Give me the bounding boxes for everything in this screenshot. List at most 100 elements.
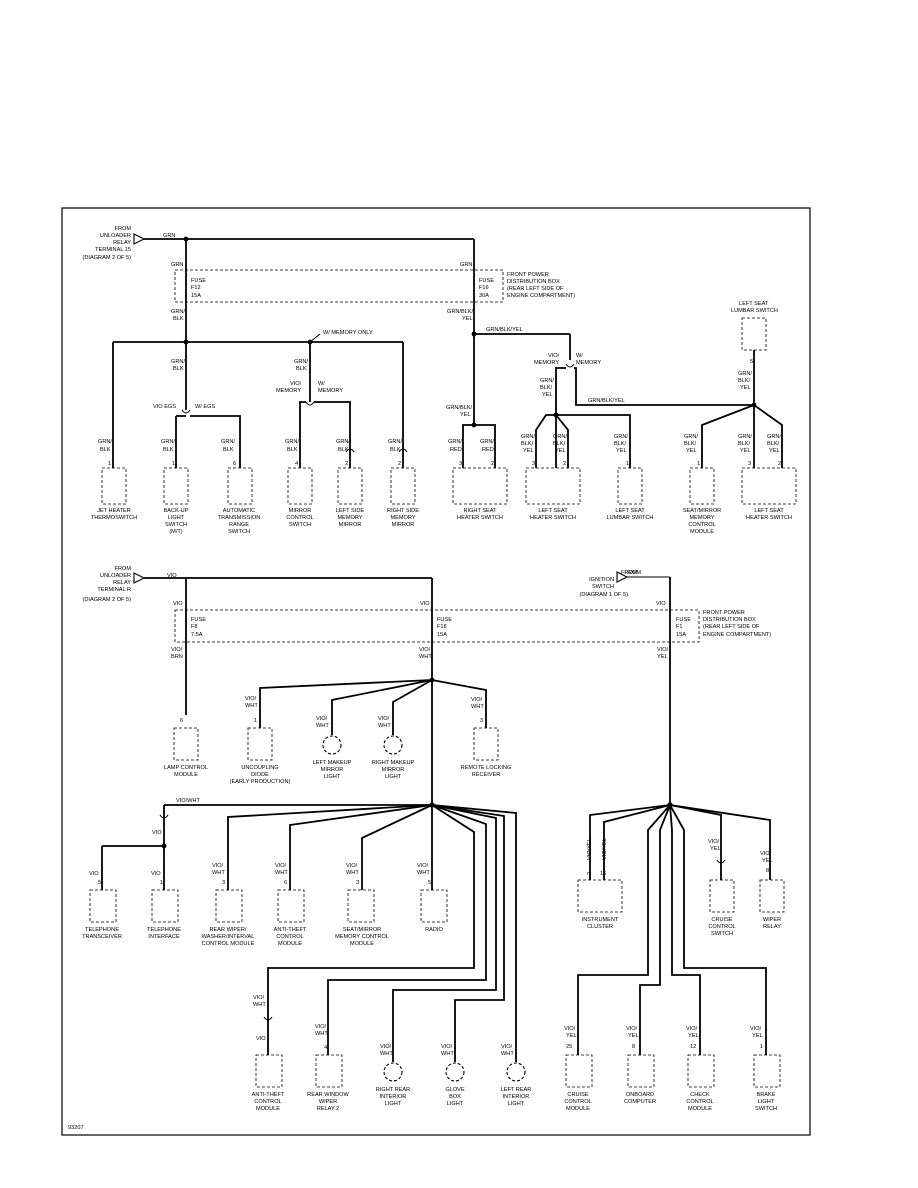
svg-text:VIO/: VIO/ [253, 995, 265, 1001]
wire-label: BLK [223, 447, 234, 453]
svg-text:HEATER SWITCH: HEATER SWITCH [746, 515, 792, 521]
wire-label: BLK [287, 447, 298, 453]
svg-text:2: 2 [398, 461, 401, 467]
svg-text:VIO/YEL: VIO/YEL [602, 838, 608, 860]
svg-text:VIO/: VIO/ [657, 647, 669, 653]
svg-text:VIO/: VIO/ [378, 716, 390, 722]
wiper-relay [759, 879, 785, 913]
svg-text:3: 3 [459, 461, 462, 467]
svg-text:MEMORY CONTROL: MEMORY CONTROL [335, 934, 389, 940]
ignition-source-label: FROM IGNITION SWITCH (DIAGRAM 1 OF 5) [580, 570, 642, 598]
svg-text:FROM: FROM [115, 566, 132, 572]
svg-text:WHT: WHT [501, 1051, 514, 1057]
svg-text:TRANSCEIVER: TRANSCEIVER [82, 934, 122, 940]
svg-text:(DIAGRAM 1 OF 5): (DIAGRAM 1 OF 5) [580, 592, 629, 598]
svg-text:FUSE: FUSE [676, 617, 691, 623]
instrument-cluster [577, 879, 623, 913]
svg-text:WIPER: WIPER [763, 917, 781, 923]
svg-text:MIRROR: MIRROR [321, 767, 344, 773]
svg-text:MEMORY: MEMORY [337, 515, 362, 521]
svg-text:AUTOMATIC: AUTOMATIC [223, 508, 255, 514]
svg-text:CRUISE: CRUISE [567, 1092, 588, 1098]
wire-label: GRN/ [448, 439, 462, 445]
svg-text:YEL: YEL [628, 1033, 639, 1039]
wire-label: BLK/ [553, 441, 566, 447]
svg-text:1: 1 [626, 461, 629, 467]
left-seat-heater-switch [525, 467, 581, 505]
svg-text:15A: 15A [676, 632, 686, 638]
svg-text:INTERFACE: INTERFACE [148, 934, 180, 940]
svg-text:VIO: VIO [151, 871, 161, 877]
label: FUSE [479, 278, 494, 284]
right-middle-labels: INSTRUMENT CLUSTER CRUISE CONTROL SWITCH… [582, 917, 782, 937]
svg-text:VIO/: VIO/ [471, 697, 483, 703]
svg-text:LIGHT: LIGHT [385, 1101, 402, 1107]
option-label: MEMORY [276, 388, 301, 394]
svg-text:CONTROL: CONTROL [686, 1099, 713, 1105]
svg-text:VIO: VIO [89, 871, 99, 877]
svg-text:5: 5 [98, 880, 101, 886]
svg-text:RIGHT MAKEUP: RIGHT MAKEUP [372, 760, 415, 766]
svg-text:1: 1 [760, 1044, 763, 1050]
svg-text:VIO/WHT: VIO/WHT [176, 798, 201, 804]
svg-text:CONTROL: CONTROL [286, 515, 313, 521]
svg-text:15A: 15A [437, 632, 447, 638]
svg-text:TELEPHONE: TELEPHONE [85, 927, 119, 933]
svg-text:REAR WIPER/: REAR WIPER/ [210, 927, 247, 933]
svg-text:RELAY: RELAY [763, 924, 781, 930]
svg-text:WHT: WHT [315, 1031, 328, 1037]
svg-text:VIO: VIO [173, 601, 183, 607]
wire-label: BLK/ [767, 441, 780, 447]
right-side-memory-mirror [390, 467, 416, 505]
svg-text:3: 3 [356, 880, 359, 886]
svg-text:2: 2 [587, 872, 593, 875]
svg-text:25: 25 [566, 1044, 572, 1050]
svg-text:VIO/: VIO/ [275, 863, 287, 869]
svg-text:RANGE: RANGE [229, 522, 249, 528]
svg-text:LIGHT: LIGHT [758, 1099, 775, 1105]
wire-label: RED [450, 447, 462, 453]
svg-text:WHT: WHT [417, 870, 430, 876]
wire-label: YEL [523, 448, 534, 454]
svg-text:WHT: WHT [316, 723, 329, 729]
svg-text:CONTROL: CONTROL [708, 924, 735, 930]
svg-text:FROM: FROM [625, 570, 642, 576]
left-makeup-mirror-light-icon [322, 735, 342, 755]
svg-text:CONTROL: CONTROL [564, 1099, 591, 1105]
telephone-interface [151, 889, 179, 923]
svg-text:LIGHT: LIGHT [508, 1101, 525, 1107]
svg-text:SEAT/MIRROR: SEAT/MIRROR [683, 508, 721, 514]
option-label: W/ [576, 353, 583, 359]
svg-text:VIO/: VIO/ [564, 1026, 576, 1032]
svg-text:(REAR LEFT SIDE OF: (REAR LEFT SIDE OF [703, 624, 760, 630]
svg-text:LEFT REAR: LEFT REAR [501, 1087, 532, 1093]
option-label: W/ EGS [195, 404, 215, 410]
wire-label: RED [482, 447, 494, 453]
lamp-control-module [173, 727, 199, 761]
svg-text:ANTI-THEFT: ANTI-THEFT [274, 927, 307, 933]
svg-text:WHT: WHT [245, 703, 258, 709]
svg-text:(DIAGRAM 2 OF 5): (DIAGRAM 2 OF 5) [83, 597, 132, 603]
svg-text:VIO/: VIO/ [316, 716, 328, 722]
svg-text:TERMINAL R: TERMINAL R [97, 587, 131, 593]
svg-text:MEMORY: MEMORY [689, 515, 714, 521]
fuse-box [174, 269, 504, 303]
svg-text:RELAY: RELAY [113, 580, 131, 586]
wire-label: GRN/BLK/YEL [486, 327, 523, 333]
wire-label: BLK [390, 447, 401, 453]
svg-text:VIO/: VIO/ [750, 1026, 762, 1032]
svg-text:YEL: YEL [566, 1033, 577, 1039]
rear-window-wiper-relay-2 [315, 1054, 343, 1088]
glove-box-light-icon [445, 1062, 465, 1082]
svg-text:WIPER: WIPER [319, 1099, 337, 1105]
upper-bottom-labels: LAMP CONTROL MODULE UNCOUPLING DIODE (EA… [164, 760, 511, 785]
label: FUSE [191, 278, 206, 284]
svg-text:SWITCH: SWITCH [711, 931, 733, 937]
left-seat-heater-switch-2 [741, 467, 797, 505]
svg-text:COMPUTER: COMPUTER [624, 1099, 656, 1105]
svg-text:(EARLY PRODUCTION): (EARLY PRODUCTION) [230, 779, 291, 785]
svg-text:VIO: VIO [420, 601, 430, 607]
svg-text:RIGHT SIDE: RIGHT SIDE [387, 508, 419, 514]
wire-label: GRN/ [285, 439, 299, 445]
onboard-computer [627, 1054, 655, 1088]
